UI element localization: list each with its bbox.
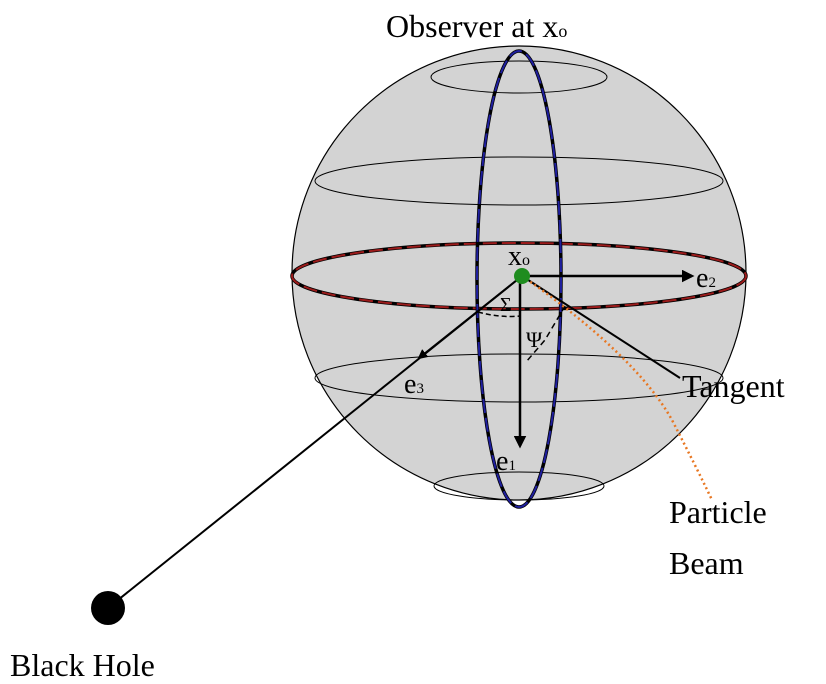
- sigma-angle-arc: [477, 311, 521, 318]
- particle-beam-label-line2: Beam: [669, 545, 744, 581]
- black-hole: [91, 591, 125, 625]
- xo-label: xo: [508, 241, 530, 272]
- observer-title: Observer at xo: [386, 8, 567, 44]
- tangent-line: [521, 275, 681, 379]
- latitude-ring-top: [430, 60, 608, 94]
- latitude-ring-upper: [314, 156, 724, 206]
- observer-dot: [514, 268, 530, 284]
- psi-label: Ψ: [526, 327, 543, 352]
- particle-beam-label-line1: Particle: [669, 494, 767, 530]
- tangent-label: Tangent: [682, 368, 785, 404]
- latitude-ring-bottom: [433, 471, 605, 501]
- e2-label: e2: [696, 263, 716, 294]
- e3-label: e3: [404, 369, 424, 400]
- e1-label: e1: [496, 446, 516, 477]
- meridian-ring-dashes: [476, 50, 562, 508]
- psi-angle-arc: [525, 305, 566, 363]
- e3-arrow: [417, 275, 523, 360]
- sigma-label: Σ: [500, 294, 512, 316]
- black-hole-label: Black Hole: [10, 647, 155, 683]
